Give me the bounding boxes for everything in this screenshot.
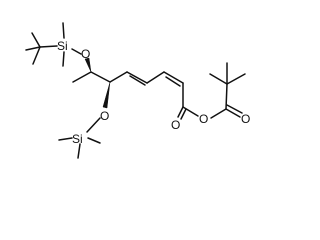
bond-pivaloyl-o-double-a	[225, 108, 241, 118]
atom-o-ester-carbonyl: O	[171, 118, 180, 132]
bonds	[25, 22, 246, 159]
wedge-c5-o-tms	[102, 81, 111, 109]
bond-pivaloyl-o-double-b	[226, 104, 243, 114]
stereo-wedges	[84, 57, 111, 109]
chemical-structure-diagram: Si O O Si O O O	[25, 22, 250, 159]
atom-si-tbs: Si	[57, 39, 68, 53]
bond-piv-methyl-left	[209, 73, 228, 85]
atom-o-pivaloyl-carbonyl: O	[241, 112, 250, 126]
bond-si-methyl-down	[62, 51, 65, 67]
bond-c3-c2	[146, 71, 165, 84]
bond-c5-c4	[109, 71, 128, 83]
bond-carbonyl-o-double-b	[180, 108, 187, 120]
bond-tbu-si	[39, 45, 58, 48]
atom-labels: Si O O Si O O O	[57, 39, 250, 146]
atom-si-tms: Si	[72, 132, 83, 146]
wedge-c6-o-tbs	[84, 57, 92, 73]
atom-o-anhydride: O	[199, 112, 208, 126]
bond-carbonyl-o-double-a	[177, 106, 184, 118]
bond-pivaloyl-quaternary	[225, 83, 228, 110]
bond-c2-c1-double	[163, 71, 184, 84]
bond-tbu-methyl-1	[31, 32, 41, 48]
bond-anhydride-o-pivaloyl	[210, 108, 227, 119]
bond-tms-methyl-right	[87, 137, 101, 144]
bond-c2-c1-double-inner	[165, 76, 181, 87]
bond-c6-methyl	[72, 71, 92, 83]
bond-tbu-methyl-3	[32, 46, 41, 65]
bond-tms-methyl-down	[77, 143, 81, 159]
bond-piv-methyl-right	[226, 73, 246, 85]
bond-si-methyl-up	[62, 22, 65, 39]
atom-o-tms: O	[100, 109, 109, 123]
bond-tbu-methyl-2	[25, 46, 41, 51]
bond-c4-c3-double	[126, 71, 148, 84]
bond-si-o-tbs	[71, 48, 82, 55]
atom-o-tbs: O	[81, 47, 90, 61]
bond-c6-c5	[90, 71, 111, 83]
bond-o-tms-si	[86, 117, 101, 133]
bond-tms-methyl-left	[58, 137, 73, 141]
bond-carbonyl-anhydride-o	[182, 106, 199, 117]
structure-canvas: Si O O Si O O O	[25, 22, 250, 159]
bond-c4-c3-double-inner	[129, 75, 146, 86]
